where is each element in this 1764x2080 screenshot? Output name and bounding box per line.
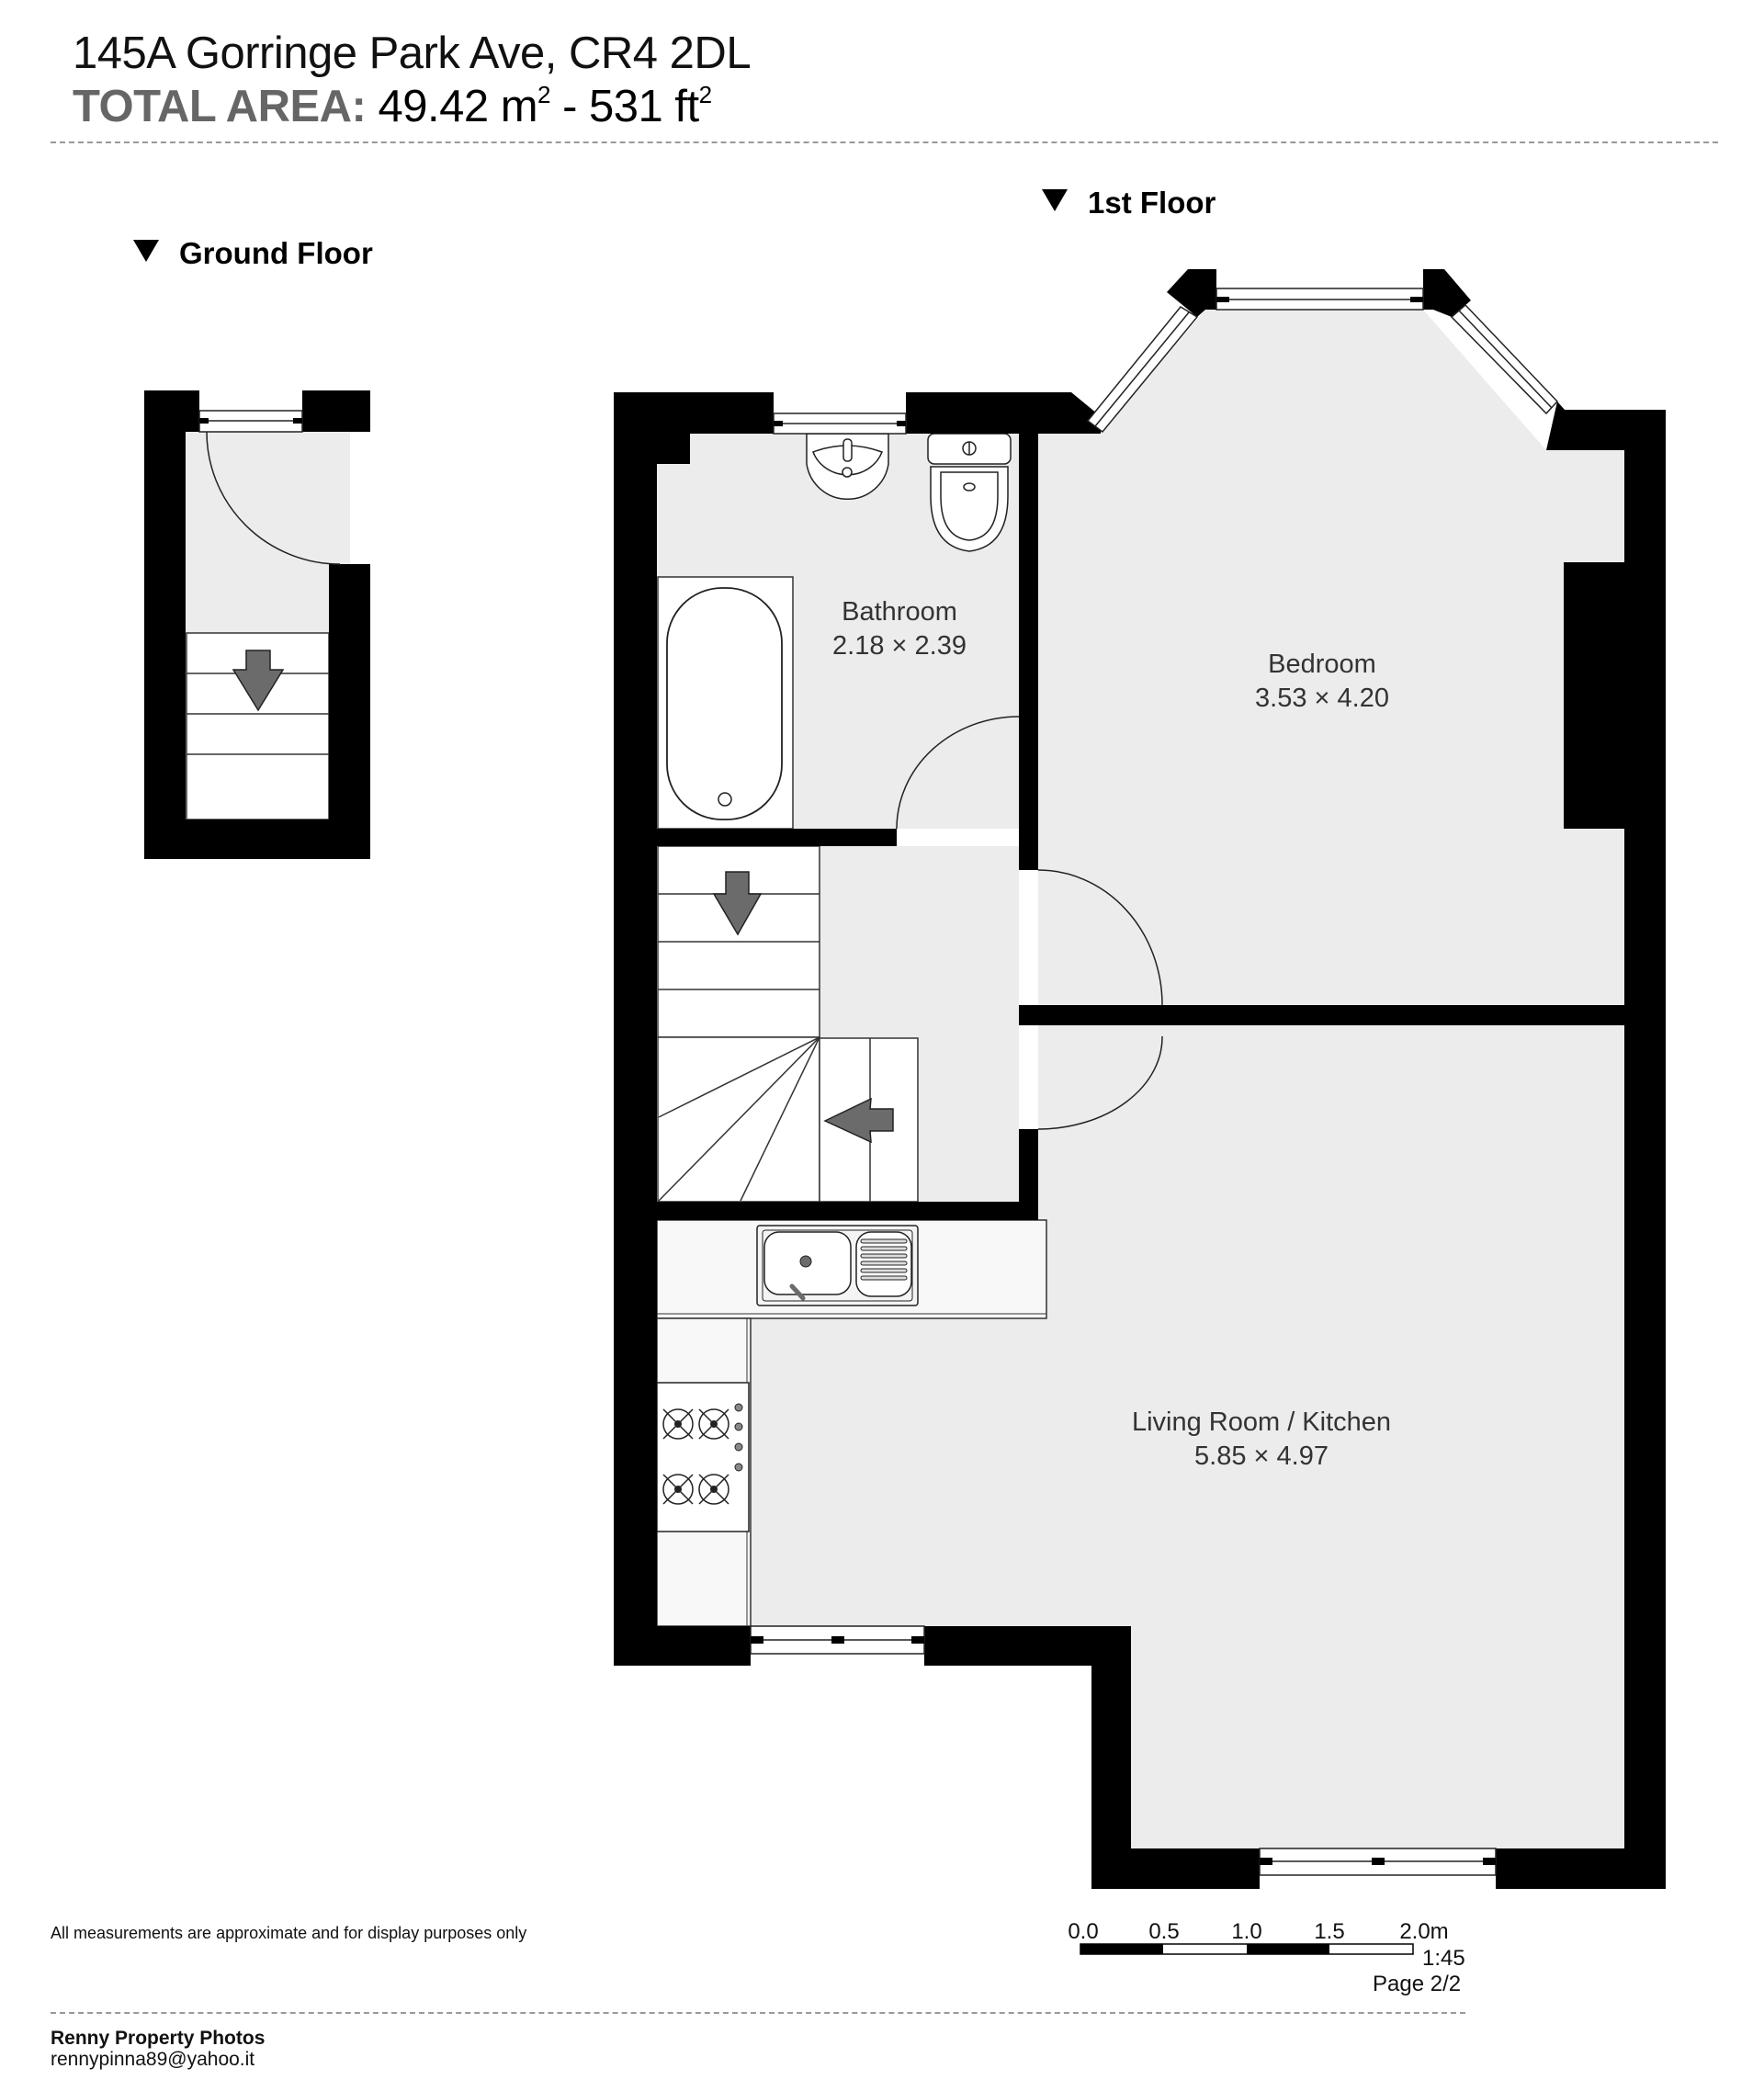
room-dimensions: 5.85 × 4.97 <box>1194 1441 1329 1471</box>
area-m2-value: 49.42 m <box>378 82 538 131</box>
page-number: Page 2/2 <box>1373 1972 1462 1996</box>
ft2-superscript: 2 <box>698 81 712 108</box>
ground-floor-window <box>198 410 303 433</box>
area-separator: - <box>550 82 590 131</box>
room-dimensions: 3.53 × 4.20 <box>1255 684 1389 713</box>
room-dimensions: 2.18 × 2.39 <box>832 631 967 661</box>
property-address: 145A Gorringe Park Ave, CR4 2DL <box>73 28 752 78</box>
first-floor-label: 1st Floor <box>1042 187 1216 220</box>
m2-superscript: 2 <box>537 81 550 108</box>
total-area-label: TOTAL AREA: <box>73 82 367 131</box>
bathtub <box>657 576 794 830</box>
ground-floor-plan <box>144 390 370 859</box>
wash-basin <box>806 433 889 500</box>
area-ft2-value: 531 ft <box>589 82 699 131</box>
first-floor-stairs <box>657 845 919 1203</box>
bathroom-window <box>773 413 907 435</box>
scale-tick: 1.0 <box>1231 1919 1262 1944</box>
total-area-m2: 49.42 m2 - 531 ft2 <box>378 81 712 131</box>
room-label-bathroom: Bathroom 2.18 × 2.39 <box>832 595 967 663</box>
room-name: Living Room / Kitchen <box>1131 1407 1392 1437</box>
cooking-hob <box>656 1382 750 1532</box>
bedroom-wardrobe <box>1564 562 1624 829</box>
toilet <box>927 433 1012 552</box>
ground-floor-stairs <box>186 632 330 820</box>
room-label-living-kitchen: Living Room / Kitchen 5.85 × 4.97 <box>1132 1406 1391 1474</box>
bay-window-right <box>1450 303 1559 415</box>
contact-email[interactable]: rennypinna89@yahoo.it <box>51 2049 255 2070</box>
scale-bar <box>1080 1943 1414 1955</box>
triangle-down-icon <box>1042 189 1068 211</box>
first-floor-walls <box>614 269 1666 1889</box>
living-room-door-swing <box>1037 1035 1163 1130</box>
header-divider <box>51 141 1718 143</box>
bathroom-door-swing <box>896 716 1020 830</box>
scale-tick: 0.0 <box>1068 1919 1099 1944</box>
kitchen-sink <box>756 1225 919 1306</box>
ground-floor-label-text: Ground Floor <box>179 236 373 270</box>
room-name: Bathroom <box>842 597 957 627</box>
entrance-door-swing <box>206 431 341 565</box>
total-area: TOTAL AREA: 49.42 m2 - 531 ft2 <box>73 81 712 132</box>
bedroom-door-swing <box>1037 869 1163 1006</box>
bay-window-center <box>1216 288 1424 311</box>
stairs-left-arrow-icon <box>823 1097 894 1144</box>
first-floor-label-text: 1st Floor <box>1088 186 1216 220</box>
footer-divider <box>51 2012 1465 2014</box>
living-room-window <box>1259 1848 1497 1876</box>
ground-floor-label: Ground Floor <box>133 237 373 270</box>
bay-window-left <box>1086 306 1199 434</box>
scale-tick: 2.0m <box>1399 1919 1449 1944</box>
disclaimer: All measurements are approximate and for… <box>51 1924 527 1942</box>
stairs-down-arrow-icon <box>232 650 285 712</box>
scale-tick: 1.5 <box>1314 1919 1345 1944</box>
room-label-bedroom: Bedroom 3.53 × 4.20 <box>1255 648 1389 716</box>
room-name: Bedroom <box>1268 650 1376 679</box>
triangle-down-icon <box>133 240 159 262</box>
scale-tick: 0.5 <box>1148 1919 1180 1944</box>
stairs-down-arrow-icon <box>712 871 763 936</box>
scale-ratio: 1:45 <box>1422 1946 1465 1971</box>
kitchen-window <box>750 1625 925 1655</box>
company-name: Renny Property Photos <box>51 2028 266 2049</box>
first-floor-plan <box>614 269 1666 1889</box>
